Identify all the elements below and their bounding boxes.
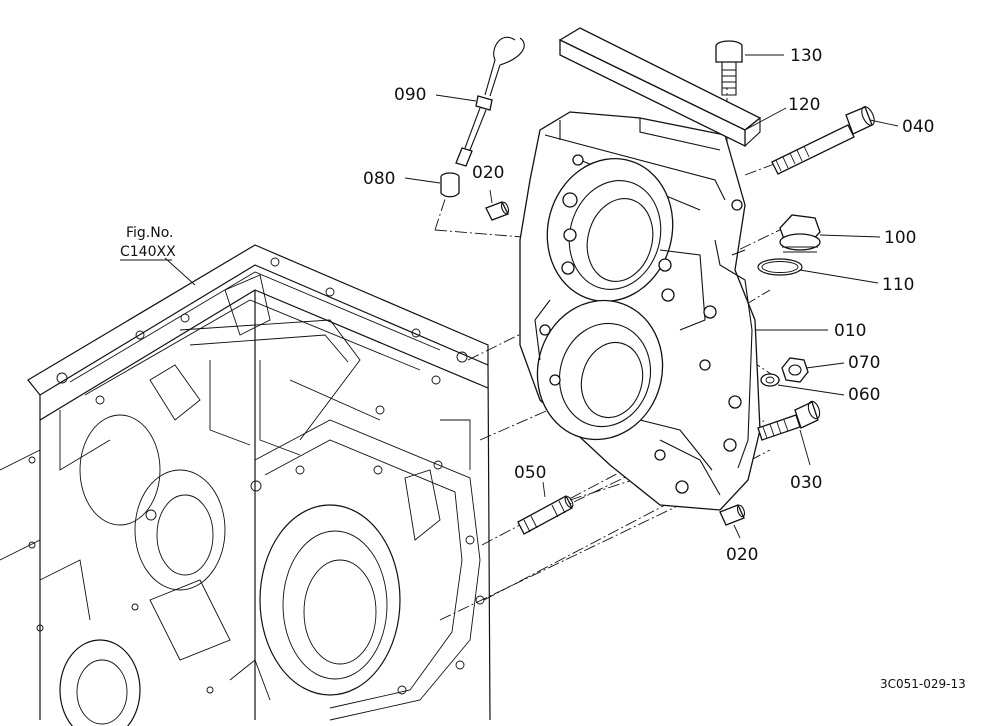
callout-080: 080: [363, 169, 395, 189]
part-pin-020-upper: [485, 201, 510, 221]
callout-010: 010: [834, 321, 866, 341]
part-stud-050: [517, 495, 574, 535]
callout-060: 060: [848, 385, 880, 405]
part-dipstick-090: [455, 36, 525, 167]
drawing-code: 3C051-029-13: [880, 677, 966, 691]
callout-130: 130: [790, 46, 822, 66]
callout-labels: 130 120 040 090 080 020 100 110 010 070 …: [120, 46, 966, 691]
part-oring-110: [757, 258, 803, 276]
part-pin-020-lower: [719, 504, 746, 526]
callout-110: 110: [882, 275, 914, 295]
callout-120: 120: [788, 95, 820, 115]
callout-100: 100: [884, 228, 916, 248]
part-plug-100: [779, 214, 821, 253]
callout-090: 090: [394, 85, 426, 105]
callout-040: 040: [902, 117, 934, 137]
part-bush-080: [440, 172, 460, 198]
part-plate-120: [558, 27, 762, 148]
part-bolt-130: [715, 40, 743, 96]
callout-030: 030: [790, 473, 822, 493]
callout-070: 070: [848, 353, 880, 373]
figure-ref-line2: C140XX: [120, 244, 176, 260]
callout-020-lower: 020: [726, 545, 758, 565]
transmission-case: [0, 244, 491, 726]
part-bolt-030: [757, 400, 821, 441]
part-washer-060: [760, 373, 780, 387]
figure-ref-line1: Fig.No.: [126, 225, 174, 241]
leader-lines: [164, 54, 899, 539]
part-nut-070: [781, 357, 809, 383]
part-bolt-040: [771, 106, 875, 175]
front-cover-housing: [519, 111, 761, 511]
callout-020-upper: 020: [472, 163, 504, 183]
callout-050: 050: [514, 463, 546, 483]
